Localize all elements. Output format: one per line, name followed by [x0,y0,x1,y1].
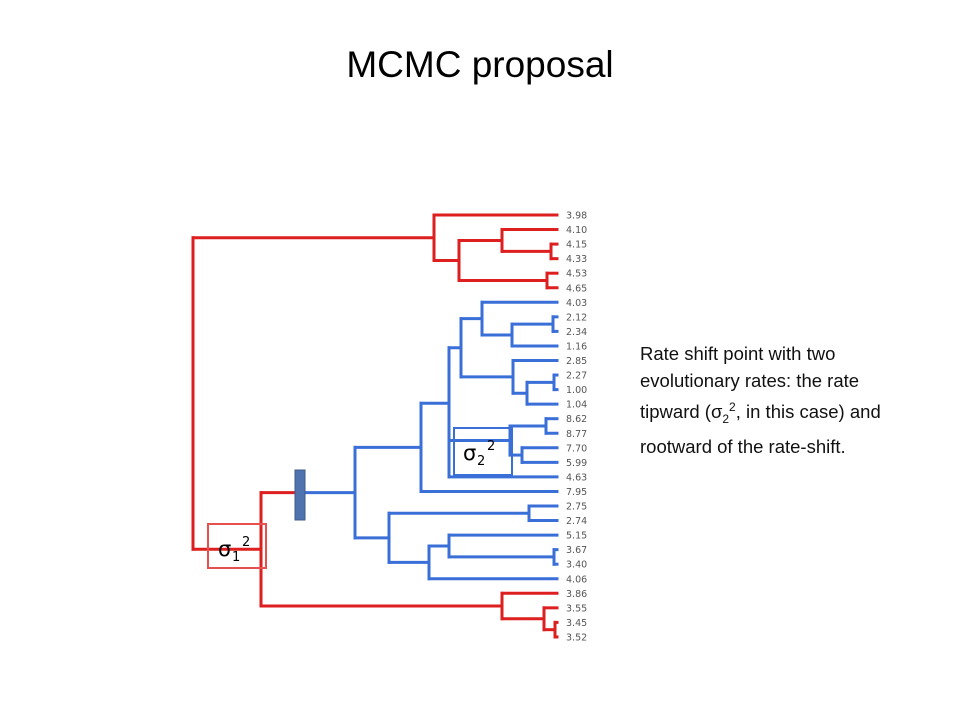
leaf-label: 3.67 [566,545,587,556]
leaf-label: 3.52 [566,632,587,643]
leaf-label: 8.62 [566,414,587,425]
leaf-label: 3.55 [566,603,587,614]
leaf-label: 4.33 [566,254,587,265]
tree-branches [191,213,559,639]
caption: Rate shift point with two evolutionary r… [640,340,920,460]
leaf-label: 1.04 [566,400,587,411]
leaf-label: 7.70 [566,443,587,454]
leaf-label: 8.77 [566,429,587,440]
leaf-label: 3.98 [566,211,587,222]
leaf-label: 2.27 [566,371,587,382]
caption-subscript: 2 [722,411,730,426]
caption-part-a: Rate shift point with two evolutionary r… [640,343,860,423]
leaf-label: 3.45 [566,618,587,629]
leaf-label: 3.86 [566,589,587,600]
leaf-label: 4.65 [566,283,587,294]
sigma2-symbol: σ [463,441,476,465]
sigma2-superscript: 2 [487,439,495,454]
leaf-label: 5.99 [566,458,587,469]
leaf-label: 4.06 [566,574,587,585]
rate-shift-marker [294,469,306,521]
leaf-label: 1.00 [566,385,587,396]
caption-superscript: 2 [729,400,736,414]
leaf-labels: 3.98 4.10 4.15 4.33 4.53 4.65 4.03 2.12 2.34 1.16… [566,211,587,644]
leaf-label: 4.53 [566,269,587,280]
sigma1-box: σ 1 2 [207,523,267,569]
leaf-label: 4.10 [566,225,587,236]
sigma1-superscript: 2 [242,535,250,550]
leaf-label: 4.15 [566,240,587,251]
leaf-label: 2.74 [566,516,587,527]
leaf-label: 4.63 [566,472,587,483]
caption-part-b: , in this case) and rootward of the rate… [640,401,881,457]
slide-title: MCMC proposal [346,44,614,85]
leaf-label: 2.34 [566,327,587,338]
leaf-label: 2.85 [566,356,587,367]
leaf-label: 2.12 [566,312,587,323]
sigma1-symbol: σ [218,537,231,561]
leaf-label: 5.15 [566,531,587,542]
leaf-label: 1.16 [566,341,587,352]
sigma1-subscript: 1 [232,550,240,565]
leaf-label: 2.75 [566,502,587,513]
sigma2-box: σ 2 2 [453,427,513,476]
leaf-label: 3.40 [566,560,587,571]
leaf-label: 4.03 [566,298,587,309]
sigma2-subscript: 2 [477,454,485,469]
leaf-label: 7.95 [566,487,587,498]
